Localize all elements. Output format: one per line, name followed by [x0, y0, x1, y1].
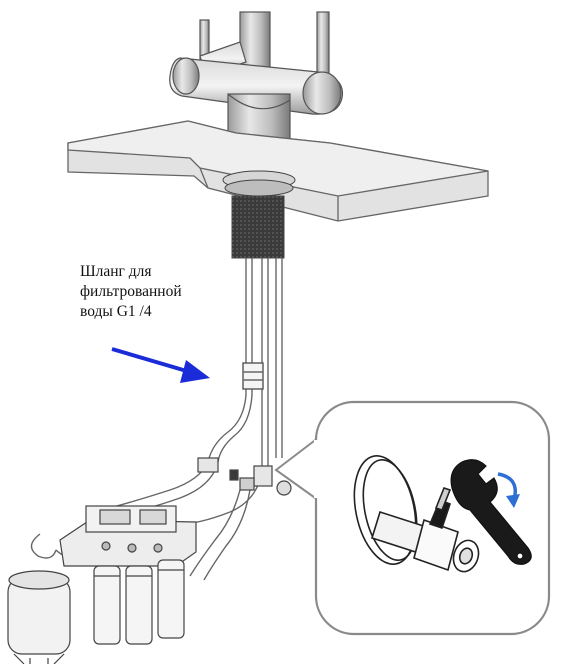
water-tank-icon	[7, 570, 71, 664]
filter-cartridges-icon	[59, 505, 197, 645]
countertop-icon	[67, 120, 489, 222]
valve-detail	[371, 487, 480, 573]
hose-label-line-1: Шланг для	[80, 263, 152, 280]
angle-valve-icon	[197, 457, 292, 496]
faucet-icon	[169, 11, 344, 163]
hose-annotation-label: Шланг для фильтрованной воды G1 /4	[80, 262, 240, 322]
detail-inset	[274, 400, 551, 636]
wrench-icon	[450, 459, 532, 565]
rotate-arrow-icon	[497, 472, 520, 508]
hoses	[242, 258, 283, 395]
hose-label-line-3: воды G1 /4	[80, 303, 152, 320]
annotation-arrow	[111, 347, 210, 383]
mounting-shank	[222, 170, 296, 259]
hose-label-line-2: фильтрованной	[80, 283, 182, 300]
